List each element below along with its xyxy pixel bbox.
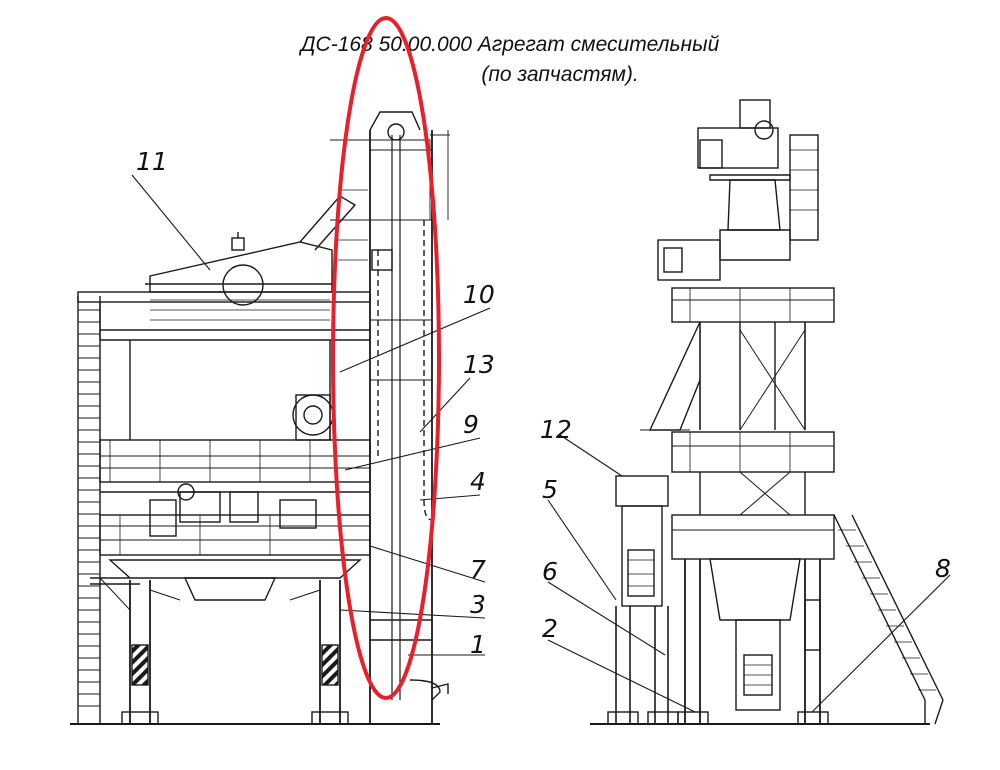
leader-lines [131, 174, 951, 713]
callout-12: 12 [540, 415, 572, 444]
title-line-2: (по запчастям). [481, 63, 639, 86]
highlight-ellipse [331, 16, 441, 700]
callout-7: 7 [470, 555, 486, 584]
callout-9: 9 [463, 410, 479, 439]
callout-2: 2 [542, 614, 558, 643]
callout-5: 5 [542, 475, 558, 504]
front-view [70, 111, 450, 725]
callout-6: 6 [542, 557, 558, 586]
callout-1: 1 [470, 630, 486, 659]
callout-11: 11 [136, 147, 168, 176]
callout-10: 10 [463, 280, 495, 309]
callout-4: 4 [470, 467, 486, 496]
callout-labels: 11 10 13 9 4 7 3 1 12 5 6 2 8 [136, 147, 951, 659]
callout-13: 13 [463, 350, 495, 379]
callout-8: 8 [935, 554, 951, 583]
callout-3: 3 [470, 590, 486, 619]
side-view [590, 99, 944, 725]
left-ladder [77, 296, 101, 724]
